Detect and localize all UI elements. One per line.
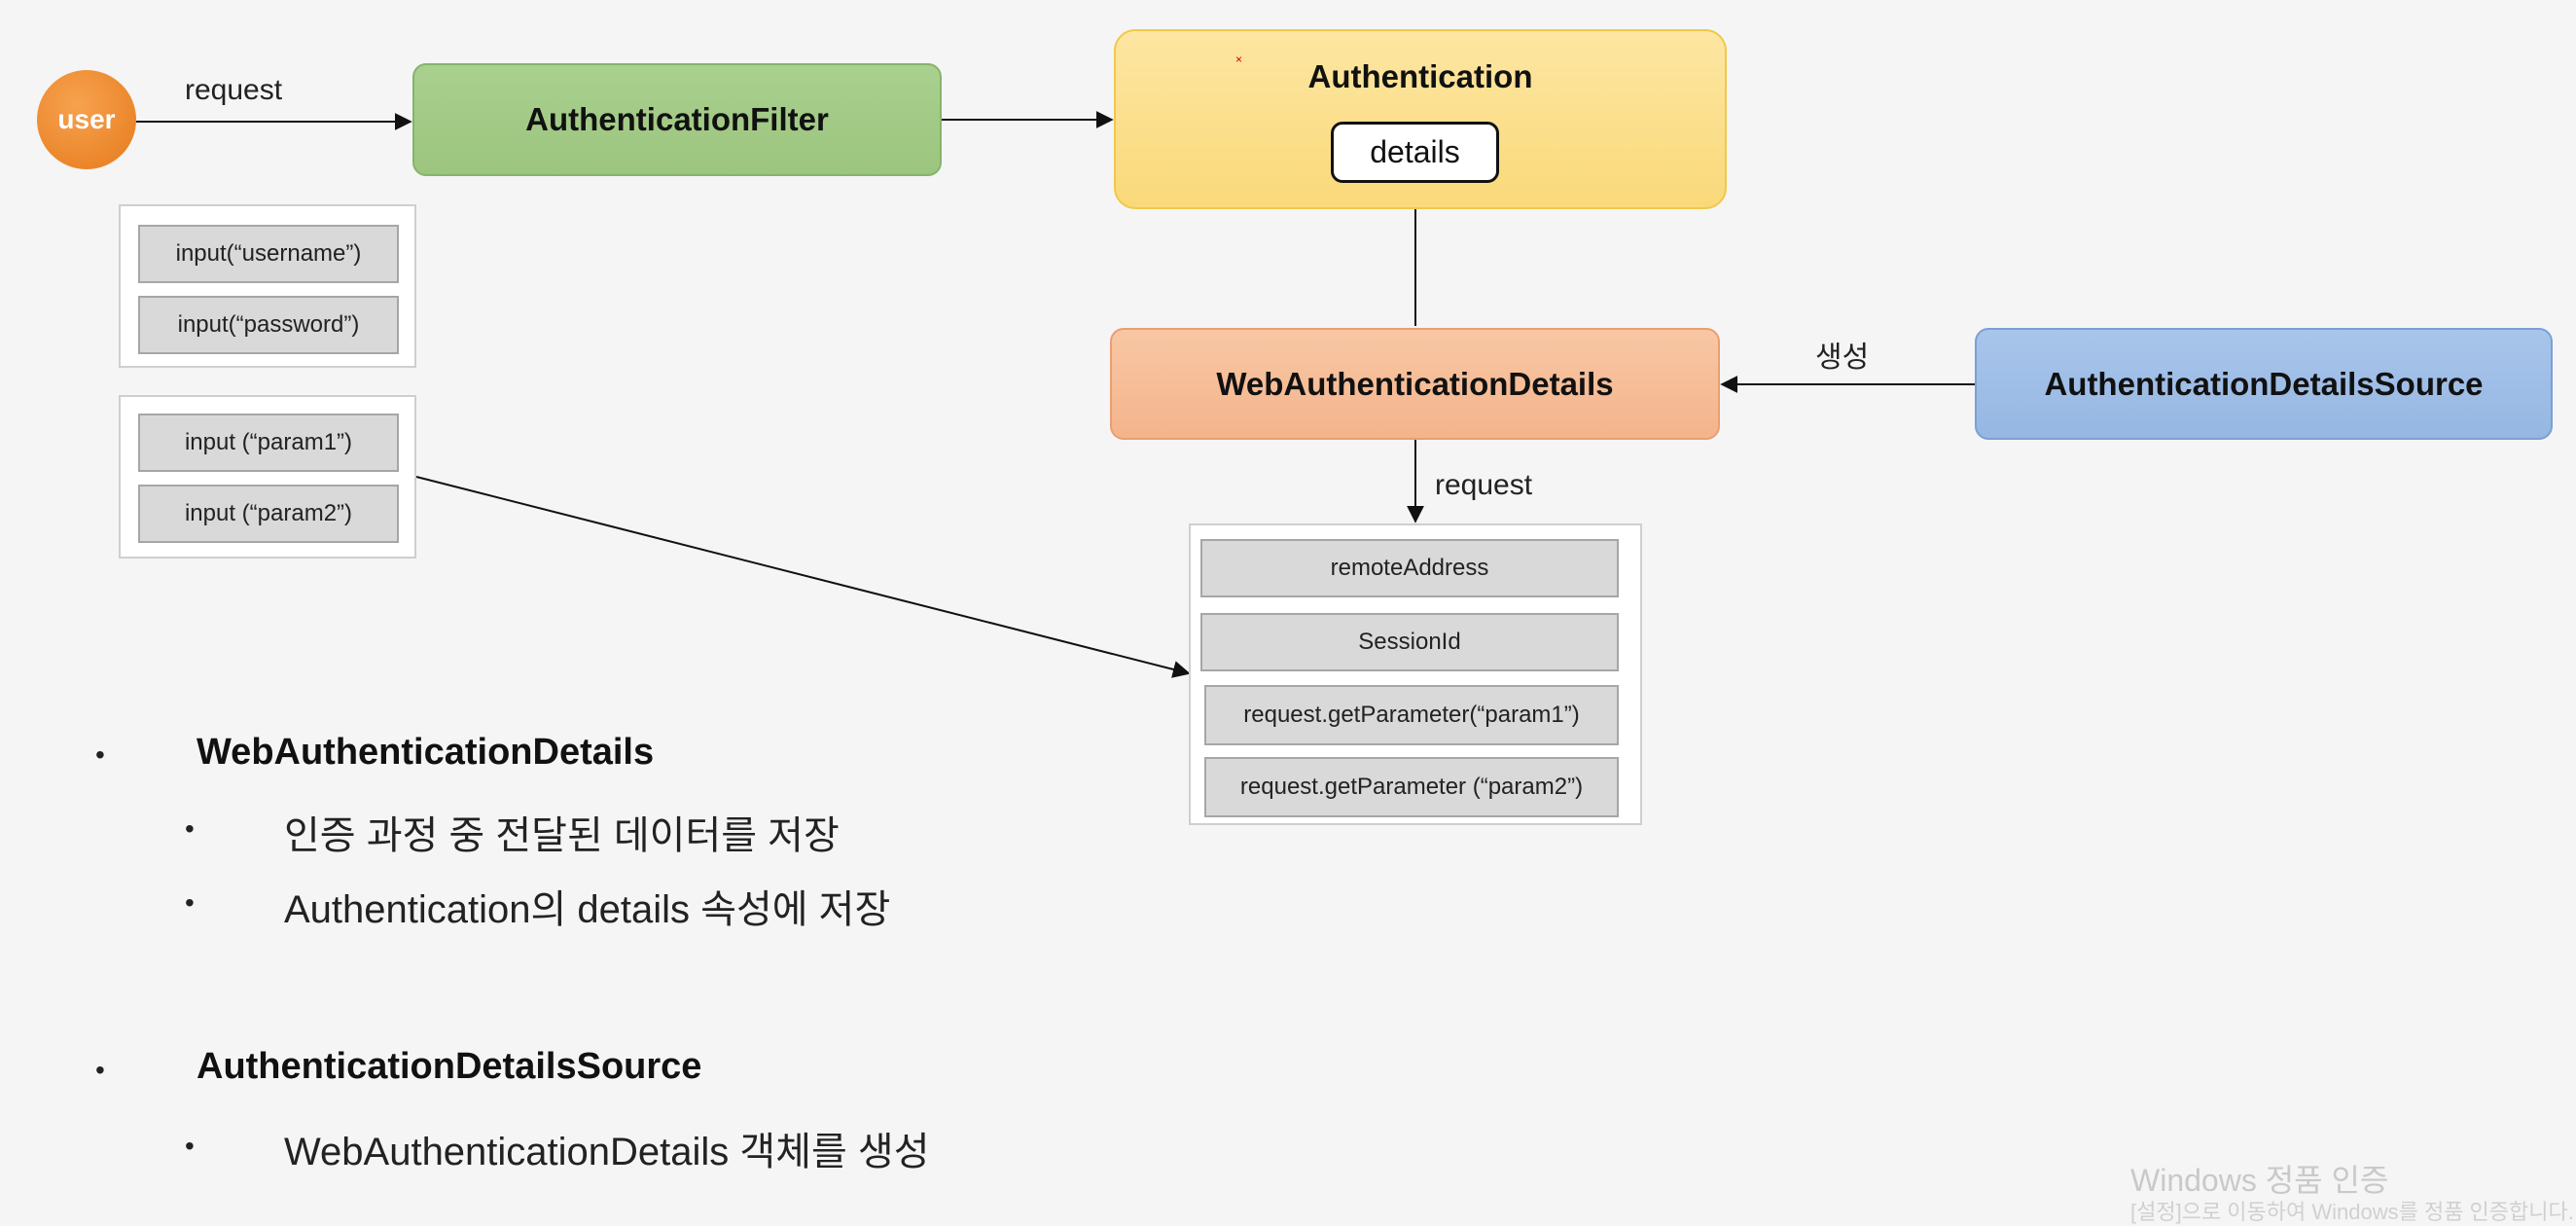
note-web-details-saved: Authentication의 details 속성에 저장 [284, 888, 891, 931]
login-inputs-panel: input(“username”) input(“password”) [119, 204, 416, 368]
note-web-details-stores: 인증 과정 중 전달된 데이터를 저장 [284, 814, 840, 857]
note-title-web-details: WebAuthenticationDetails [197, 732, 655, 773]
remote-address-field: remoteAddress [1200, 539, 1619, 597]
marker-icon: × [1235, 53, 1243, 66]
details-fields-panel: remoteAddress SessionId request.getParam… [1189, 523, 1642, 825]
bullet-1: • [95, 739, 105, 770]
param1-input: input (“param1”) [138, 414, 399, 472]
request-label-2: request [1435, 469, 1533, 501]
param-inputs-panel: input (“param1”) input (“param2”) [119, 395, 416, 559]
web-authentication-details-node: WebAuthenticationDetails [1110, 328, 1720, 440]
note-details-source-creates: WebAuthenticationDetails 객체를 생성 [284, 1131, 930, 1173]
param2-input: input (“param2”) [138, 485, 399, 543]
details-field: details [1331, 122, 1499, 183]
param2-field: request.getParameter (“param2”) [1204, 757, 1619, 817]
password-input: input(“password”) [138, 296, 399, 354]
arrow-params-to-fields [415, 476, 1191, 678]
authentication-details-source-node: AuthenticationDetailsSource [1975, 328, 2553, 440]
windows-activation-subtext: [설정]으로 이동하여 Windows를 정품 인증합니다. [2130, 1200, 2574, 1224]
note-title-details-source: AuthenticationDetailsSource [197, 1046, 702, 1087]
sub-bullet-3: • [185, 1131, 195, 1161]
sub-bullet-1: • [185, 813, 195, 844]
bullet-2: • [95, 1055, 105, 1085]
session-id-field: SessionId [1200, 613, 1619, 671]
windows-activation-watermark: Windows 정품 인증 [2130, 1163, 2389, 1198]
request-label: request [185, 74, 283, 106]
authentication-title: Authentication [1307, 58, 1533, 94]
user-node: user [37, 70, 136, 169]
sub-bullet-2: • [185, 887, 195, 918]
username-input: input(“username”) [138, 225, 399, 283]
create-label: 생성 [1815, 342, 1870, 374]
authentication-filter-node: AuthenticationFilter [412, 63, 942, 176]
param1-field: request.getParameter(“param1”) [1204, 685, 1619, 745]
